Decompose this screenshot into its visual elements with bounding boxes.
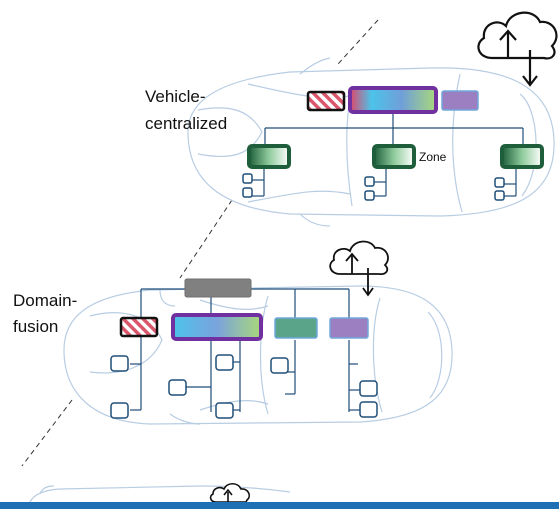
sensor-nodes-domain-fusion (110, 354, 378, 419)
zone-controller (500, 144, 544, 169)
zone-controller (372, 144, 416, 169)
auxiliary-unit (441, 90, 479, 111)
separator-dashed-line (21, 399, 73, 467)
hatched-unit (306, 90, 346, 112)
label-zone: Zone (419, 150, 447, 164)
cloud-upload-icon (209, 482, 250, 503)
domain-controller-block (171, 313, 263, 341)
domain-controller-teal (274, 317, 318, 339)
hatched-unit (119, 316, 159, 338)
label-domain-fusion-line1: Domain- (13, 291, 78, 310)
label-domain-fusion-line2: fusion (13, 317, 59, 336)
domain-fusion-bus (130, 288, 362, 412)
label-vehicle-centralized-line2: centralized (145, 114, 228, 133)
separator-dashed-line (337, 19, 379, 65)
domain-controller-lavender (329, 317, 369, 339)
bottom-accent-bar (0, 502, 559, 509)
sensor-nodes-vehicle-centralized (242, 173, 505, 201)
car-outline-bottom (29, 485, 291, 503)
central-computer-block (348, 86, 438, 114)
zone-controller (247, 144, 291, 169)
cloud-upload-icon (477, 11, 558, 87)
cloud-upload-icon (329, 240, 389, 297)
gateway-unit (184, 278, 252, 298)
separator-dashed-line (179, 199, 233, 279)
car-outline-vehicle-centralized (187, 57, 555, 227)
label-vehicle-centralized-line1: Vehicle- (145, 87, 206, 106)
